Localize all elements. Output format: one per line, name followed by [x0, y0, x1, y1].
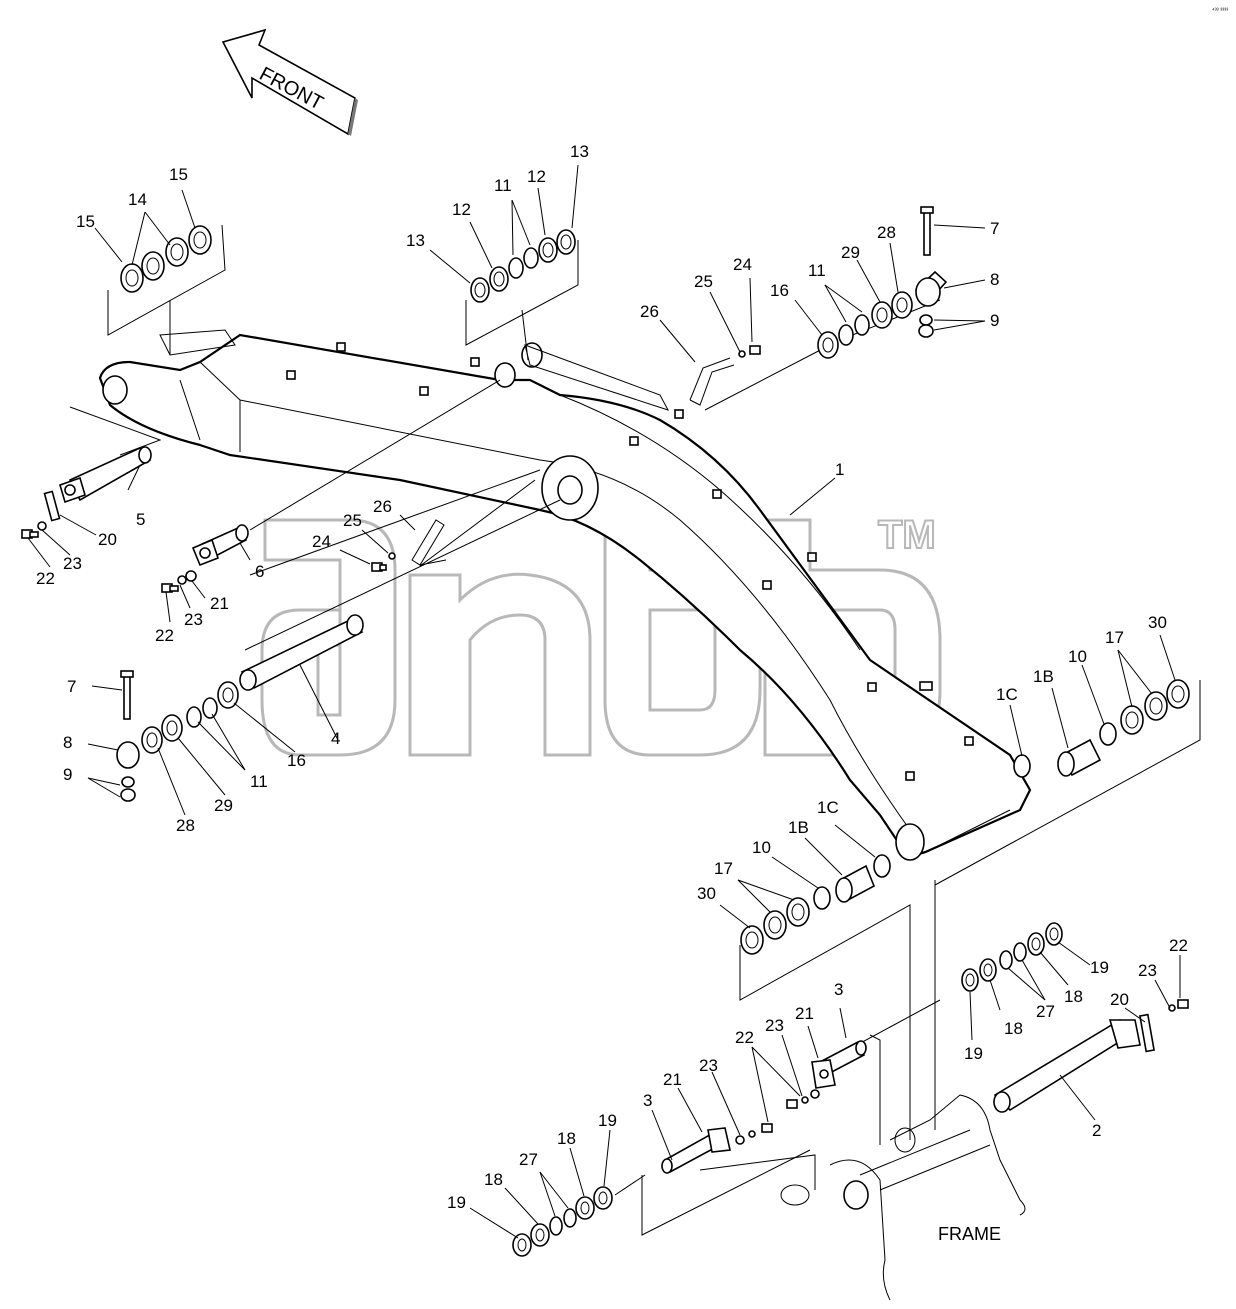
callout-16: 16 [770, 281, 789, 300]
watermark-tm: TM [878, 513, 936, 557]
callout-18: 18 [557, 1129, 576, 1148]
callout-18: 18 [1004, 1019, 1023, 1038]
callout-22: 22 [155, 626, 174, 645]
callout-29: 29 [841, 243, 860, 262]
pin-4 [239, 614, 364, 691]
callout-5: 5 [136, 510, 145, 529]
callout-20: 20 [98, 530, 117, 549]
callout-28: 28 [877, 223, 896, 242]
shims-11-12-13-top [470, 229, 576, 303]
callout-8: 8 [63, 733, 72, 752]
callout-23: 23 [699, 1056, 718, 1075]
callout-1: 1 [835, 460, 844, 479]
callout-21: 21 [210, 594, 229, 613]
bushing-lower [740, 854, 891, 955]
frame-label: FRAME [938, 1224, 1001, 1244]
callout-30: 30 [697, 884, 716, 903]
callout-19: 19 [964, 1044, 983, 1063]
pin-3-upper [811, 1040, 867, 1089]
callout-1b: 1B [788, 818, 809, 837]
callout-19: 19 [447, 1193, 466, 1212]
callout-14: 14 [128, 190, 147, 209]
callout-7: 7 [990, 219, 999, 238]
shims-right-upper [817, 206, 948, 359]
callout-18: 18 [484, 1170, 503, 1189]
callout-21: 21 [663, 1070, 682, 1089]
callout-24: 24 [733, 255, 752, 274]
callout-13: 13 [406, 231, 425, 250]
callout-12: 12 [452, 200, 471, 219]
callout-17: 17 [1105, 628, 1124, 647]
callout-26: 26 [373, 497, 392, 516]
callout-28: 28 [176, 816, 195, 835]
callout-3: 3 [834, 980, 843, 999]
callout-20: 20 [1110, 990, 1129, 1009]
front-arrow: FRONT [221, 28, 358, 136]
callout-25: 25 [343, 511, 362, 530]
shims-left-lower [116, 670, 239, 802]
callout-27: 27 [1036, 1002, 1055, 1021]
fasteners-left [21, 345, 761, 593]
corner-code: ⁴³³ ³³³³ [1212, 7, 1228, 14]
callout-12: 12 [527, 167, 546, 186]
callout-15: 15 [169, 165, 188, 184]
label-leaders [27, 164, 1181, 1239]
callout-26: 26 [640, 302, 659, 321]
callout-23: 23 [184, 610, 203, 629]
callout-22: 22 [36, 569, 55, 588]
callout-6: 6 [255, 562, 264, 581]
pin-2 [993, 1013, 1155, 1113]
pin-3-lower [661, 1127, 731, 1174]
pin-5 [43, 446, 152, 522]
callout-19: 19 [598, 1111, 617, 1130]
callout-10: 10 [752, 838, 771, 857]
callout-1b: 1B [1033, 667, 1054, 686]
shims-lower-left [512, 1186, 613, 1257]
callout-2: 2 [1092, 1121, 1101, 1140]
callout-23: 23 [63, 554, 82, 573]
callout-1c: 1C [817, 798, 839, 817]
callout-15: 15 [76, 212, 95, 231]
callout-24: 24 [312, 532, 331, 551]
pin-6 [191, 524, 249, 567]
callout-23: 23 [1138, 961, 1157, 980]
callout-22: 22 [735, 1028, 754, 1047]
callout-13: 13 [570, 142, 589, 161]
callout-27: 27 [519, 1150, 538, 1169]
shims-lower-right [961, 922, 1063, 992]
callout-3: 3 [643, 1091, 652, 1110]
callout-16: 16 [287, 751, 306, 770]
callout-7: 7 [67, 677, 76, 696]
callout-10: 10 [1068, 647, 1087, 666]
callout-22: 22 [1169, 936, 1188, 955]
callout-4: 4 [331, 729, 340, 748]
callout-9: 9 [63, 765, 72, 784]
callout-23: 23 [765, 1016, 784, 1035]
callout-8: 8 [990, 270, 999, 289]
callout-11: 11 [250, 772, 268, 791]
fasteners-lower [735, 999, 1189, 1145]
boom-assembly [98, 329, 1032, 861]
callout-11: 11 [808, 261, 826, 280]
callout-25: 25 [694, 272, 713, 291]
shims-14-15 [120, 225, 212, 293]
callout-9: 9 [990, 311, 999, 330]
bushing-right [1013, 679, 1190, 778]
callout-labels: 1 1B 1B 1C 1C 2 3 3 4 5 6 7 7 8 8 9 9 10… [36, 142, 1188, 1212]
callout-30: 30 [1148, 613, 1167, 632]
callout-17: 17 [714, 859, 733, 878]
callout-18: 18 [1064, 987, 1083, 1006]
callout-19: 19 [1090, 958, 1109, 977]
callout-21: 21 [795, 1004, 814, 1023]
frame-sketch: FRAME [780, 1094, 1026, 1301]
callout-29: 29 [214, 796, 233, 815]
callout-1c: 1C [996, 685, 1018, 704]
callout-11: 11 [494, 176, 512, 195]
